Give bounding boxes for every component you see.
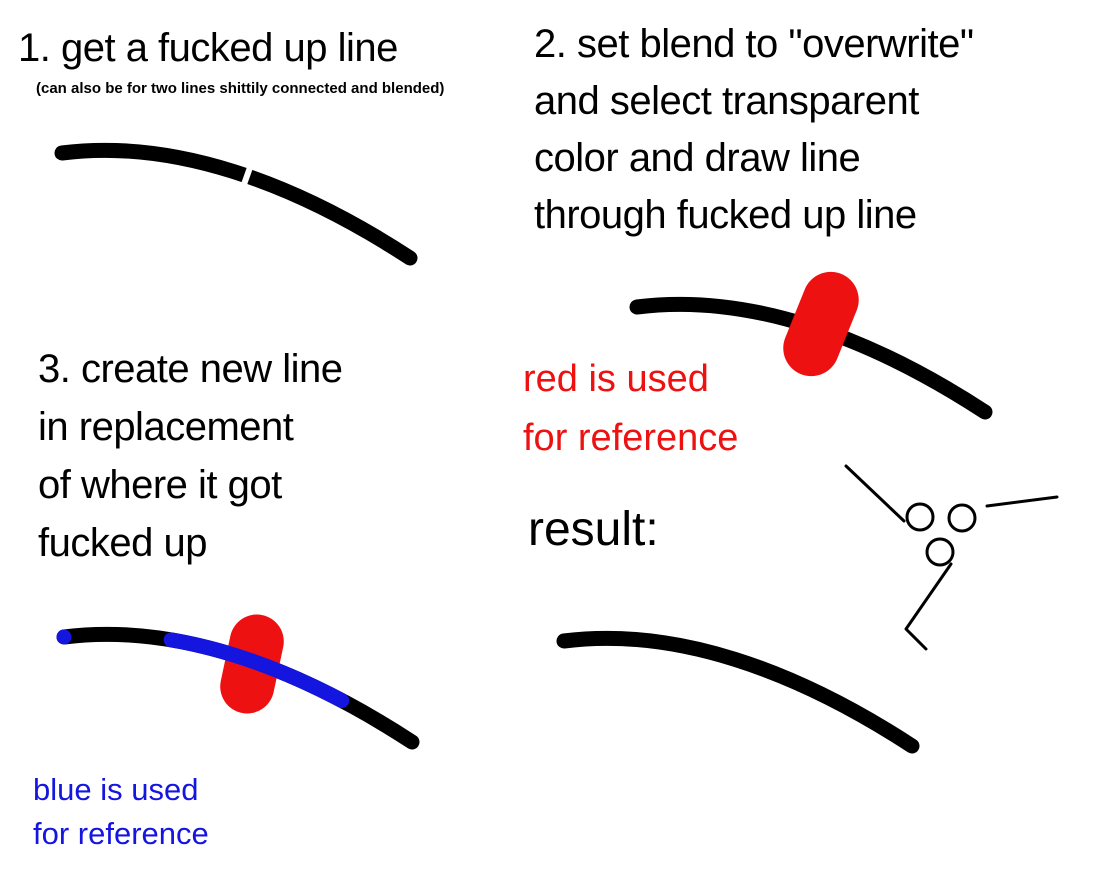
step1-title: 1. get a fucked up line [18,26,398,70]
blue-note-line: blue is used [33,772,199,807]
step2-title-line: and select transparent [534,79,919,123]
step3-red-blob [220,614,284,714]
doodle-circle-right [947,503,977,533]
doodle-upper-right-stroke [985,495,1059,508]
result-drawing [556,630,920,754]
step3-line [56,626,420,750]
red-note-line: for reference [523,417,739,459]
doodle-circle-left [905,502,935,532]
blue-reference-note: blue is used for reference [33,768,209,856]
result-label: result: [528,503,659,556]
result-line [556,630,920,754]
step3-drawing [56,614,420,750]
red-reference-note: red is used for reference [523,350,738,468]
step1-line-gap [239,157,256,192]
doodle-circle-bottom [925,537,955,567]
step2-title-line: color and draw line [534,136,861,180]
step2-title: 2. set blend to "overwrite" and select t… [534,16,974,244]
step2-red-blob [783,271,859,377]
result-doodle [844,464,1059,651]
step3-title-line: 3. create new line [38,347,343,391]
step3-blue-line [56,626,420,750]
doodle-lower-zigzag-stroke [904,562,953,651]
step3-title: 3. create new line in replacement of whe… [38,340,343,572]
step2-title-line: 2. set blend to "overwrite" [534,22,974,66]
step2-title-line: through fucked up line [534,193,917,237]
step3-title-line: in replacement [38,405,294,449]
step3-title-line: of where it got [38,463,282,507]
doodle-upper-left-stroke [844,464,906,523]
blue-note-line: for reference [33,816,209,851]
step1-subtitle: (can also be for two lines shittily conn… [36,80,445,97]
step1-line [54,142,418,266]
step1-drawing [54,142,418,266]
step3-title-line: fucked up [38,521,207,565]
red-note-line: red is used [523,358,709,400]
